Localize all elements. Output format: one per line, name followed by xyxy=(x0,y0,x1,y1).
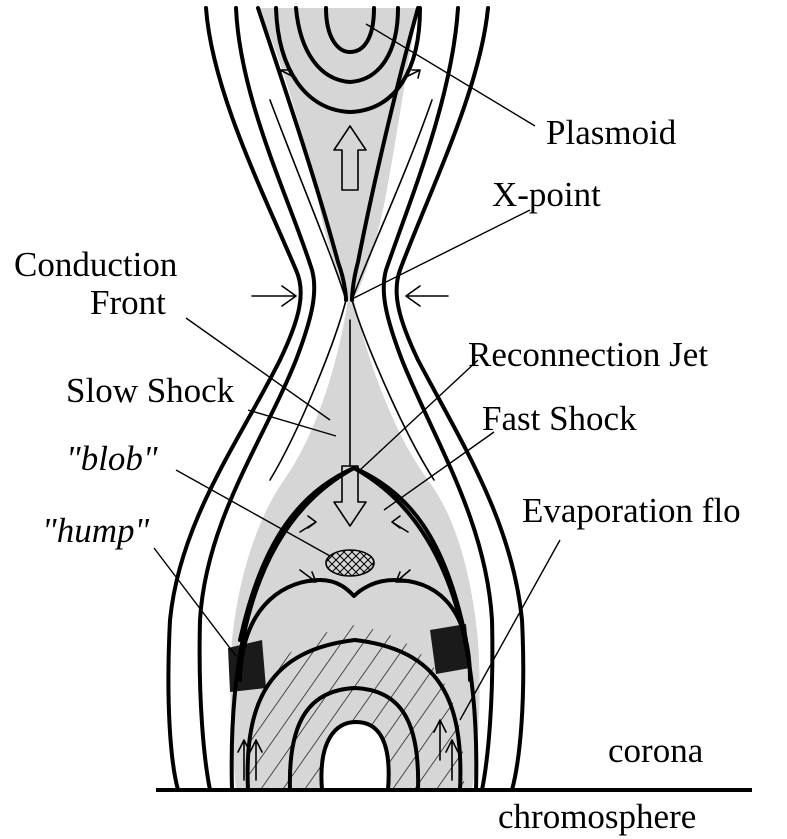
label-reconnection-jet: Reconnection Jet xyxy=(468,335,708,374)
label-blob: "blob" xyxy=(66,439,158,478)
label-plasmoid: Plasmoid xyxy=(546,113,677,152)
label-conduction-line2: Front xyxy=(90,283,166,322)
conduction-arrow-left xyxy=(252,286,296,306)
label-conduction-line1: Conduction xyxy=(14,245,177,284)
label-xpoint: X-point xyxy=(492,175,601,214)
label-corona: corona xyxy=(608,731,704,770)
loop-footpoint-hole xyxy=(321,722,388,790)
label-slow-shock: Slow Shock xyxy=(66,371,235,410)
conduction-arrow-right xyxy=(406,286,448,306)
blob-shape xyxy=(326,550,374,576)
label-hump: "hump" xyxy=(42,511,149,550)
label-fast-shock: Fast Shock xyxy=(482,399,637,438)
leader-hump xyxy=(154,548,236,656)
label-evaporation-flow: Evaporation flo xyxy=(522,491,741,530)
leader-xpoint xyxy=(354,210,530,298)
hump-left xyxy=(228,640,266,692)
label-chromosphere: chromosphere xyxy=(498,797,696,836)
